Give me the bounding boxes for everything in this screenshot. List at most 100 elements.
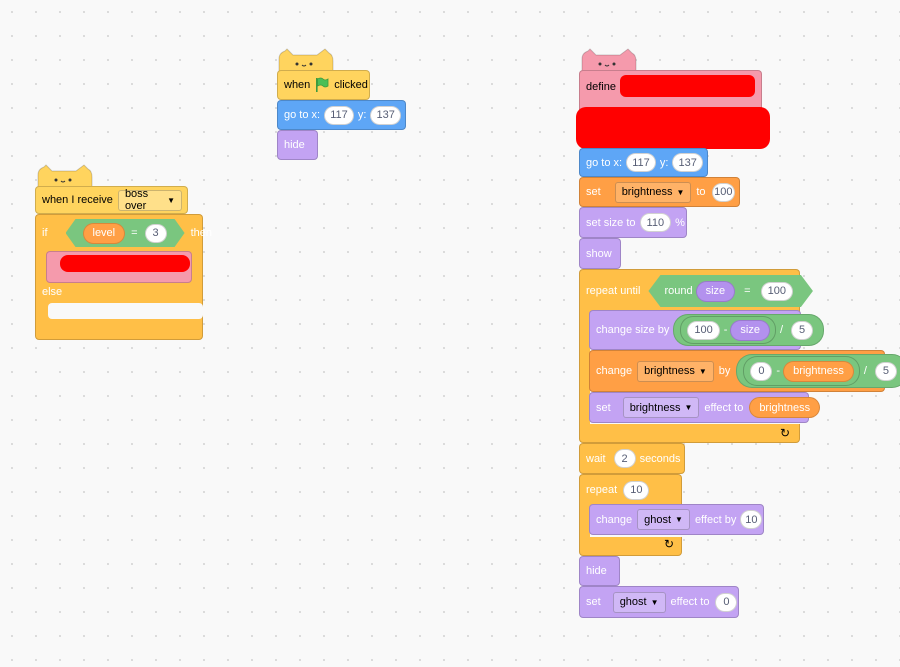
effect-dropdown[interactable]: brightness▼ [637, 360, 714, 382]
effect-by-label: effect by [694, 513, 737, 526]
brightness-variable[interactable]: brightness [783, 360, 854, 382]
divide-label: / [863, 365, 867, 377]
redaction-mark [620, 75, 755, 97]
repeat-count-input[interactable]: 10 [623, 480, 650, 500]
hide-block[interactable]: hide [579, 556, 620, 586]
subtract-operator[interactable]: 0 - brightness [743, 356, 860, 386]
show-label: show [586, 247, 612, 260]
else-slot [48, 303, 203, 319]
go-to-xy-block[interactable]: go to x: 117 y: 137 [579, 148, 708, 177]
message-dropdown[interactable]: boss over▼ [117, 188, 182, 212]
dropdown-caret-icon: ▼ [650, 597, 659, 607]
divide-operator[interactable]: 0 - brightness / 5 [736, 354, 900, 388]
if-else-block[interactable]: if level = 3 then else [35, 214, 212, 340]
loop-arrow-icon: ↻ [780, 426, 791, 440]
set-size-label: set size to [586, 216, 636, 229]
change-label: change [596, 365, 633, 377]
size-reporter[interactable]: size [696, 281, 736, 302]
set-label: set [586, 596, 601, 608]
hide-label: hide [284, 139, 305, 151]
clicked-label: clicked [334, 79, 368, 91]
wait-label: wait [586, 452, 606, 465]
y-input[interactable]: 137 [672, 153, 703, 172]
effect-dropdown[interactable]: ghost▼ [637, 509, 690, 530]
subtract-a-input[interactable]: 0 [750, 361, 773, 381]
dropdown-caret-icon: ▼ [167, 195, 175, 205]
size-reporter[interactable]: size [730, 319, 770, 341]
change-size-block[interactable]: change size by 100 - size / 5 [589, 310, 825, 350]
subtract-operator[interactable]: 100 - size [680, 316, 776, 344]
effect-dropdown[interactable]: brightness▼ [614, 181, 692, 203]
divide-operator[interactable]: 100 - size / 5 [673, 314, 825, 346]
go-to-xy-block[interactable]: go to x: 117 y: 137 [277, 100, 406, 130]
to-label: to [696, 186, 706, 198]
compare-value-input[interactable]: 100 [761, 282, 793, 301]
if-label: if [42, 227, 48, 239]
divisor-input[interactable]: 5 [874, 361, 897, 381]
x-input[interactable]: 117 [324, 105, 354, 125]
equals-operator[interactable]: level = 3 [66, 219, 185, 247]
when-i-receive-label: when I receive [42, 194, 113, 206]
set-size-block[interactable]: set size to 110 % [579, 207, 687, 238]
change-label: change [596, 513, 633, 526]
y-label: y: [659, 156, 669, 169]
divisor-input[interactable]: 5 [791, 320, 814, 340]
effect-to-label: effect to [670, 596, 710, 608]
ghost-set-input[interactable]: 0 [715, 592, 738, 612]
y-label: y: [357, 109, 367, 121]
set-label: set [586, 186, 601, 198]
define-label: define [586, 81, 616, 93]
go-to-x-label: go to x: [284, 109, 321, 121]
set-effect-block[interactable]: set brightness▼ to 100 [579, 177, 740, 207]
then-label: then [190, 227, 212, 239]
when-i-receive-block[interactable]: when I receive boss over▼ [35, 186, 188, 214]
ghost-value-input[interactable]: 10 [740, 510, 763, 529]
loop-arrow-icon: ↻ [664, 537, 675, 551]
equals-operator[interactable]: round size = 100 [648, 275, 813, 307]
when-flag-clicked-block[interactable]: when clicked [277, 70, 370, 100]
round-label: round [664, 285, 693, 297]
redaction-mark [60, 255, 190, 272]
when-label: when [284, 79, 311, 91]
cat-hat-icon [581, 48, 637, 73]
effect-to-label: effect to [704, 401, 744, 414]
hide-block[interactable]: hide [277, 130, 318, 160]
size-input[interactable]: 110 [639, 213, 672, 232]
repeat-label: repeat [586, 484, 618, 496]
subtract-a-input[interactable]: 100 [687, 320, 720, 340]
dropdown-caret-icon: ▼ [676, 187, 685, 197]
level-variable[interactable]: level [83, 223, 126, 244]
redaction-mark [576, 107, 770, 149]
show-block[interactable]: show [579, 238, 621, 269]
cat-hat-icon [37, 164, 93, 189]
y-input[interactable]: 137 [370, 105, 401, 125]
percent-label: % [675, 216, 685, 229]
brightness-variable[interactable]: brightness [749, 397, 821, 418]
minus-label: - [776, 365, 781, 377]
green-flag-icon [316, 77, 329, 92]
set-label: set [596, 401, 611, 414]
dropdown-caret-icon: ▼ [675, 515, 683, 524]
wait-input[interactable]: 2 [613, 449, 636, 468]
by-label: by [718, 365, 731, 377]
minus-label: - [723, 324, 728, 336]
dropdown-caret-icon: ▼ [684, 403, 693, 412]
dropdown-caret-icon: ▼ [698, 366, 707, 376]
equals-label: = [131, 227, 138, 239]
change-effect-block[interactable]: change brightness▼ by 0 - brightness / 5 [589, 350, 900, 392]
equals-label: = [744, 285, 751, 297]
effect-dropdown[interactable]: brightness▼ [622, 397, 700, 418]
set-ghost-block[interactable]: set ghost▼ effect to 0 [579, 586, 739, 618]
wait-block[interactable]: wait 2 seconds [579, 443, 685, 474]
hide-label: hide [586, 565, 607, 577]
set-value-input[interactable]: 100 [711, 182, 735, 202]
go-to-x-label: go to x: [586, 156, 623, 169]
change-ghost-block[interactable]: change ghost▼ effect by 10 [589, 504, 764, 535]
effect-dropdown[interactable]: ghost▼ [612, 591, 666, 613]
repeat-until-label: repeat until [586, 285, 641, 297]
set-effect-to-block[interactable]: set brightness▼ effect to brightness [589, 392, 821, 423]
level-value-input[interactable]: 3 [145, 224, 167, 243]
x-input[interactable]: 117 [626, 153, 656, 172]
divide-label: / [779, 324, 784, 336]
cat-hat-icon [278, 48, 334, 73]
